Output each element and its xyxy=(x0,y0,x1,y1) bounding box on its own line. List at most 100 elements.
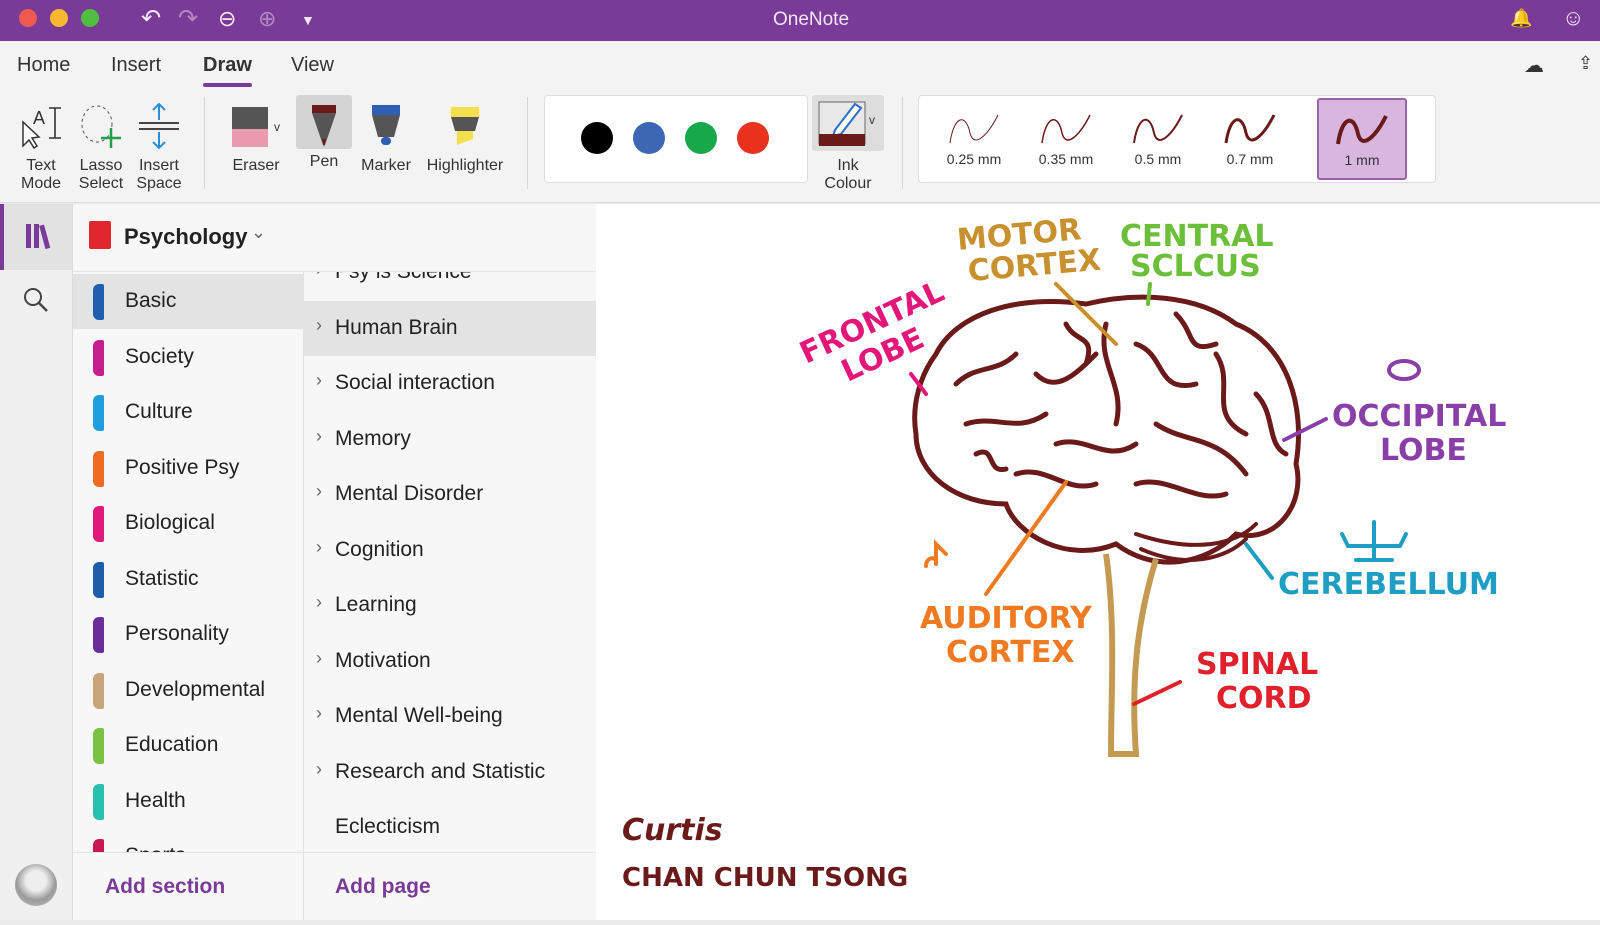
chevron-down-icon[interactable]: ⌄ xyxy=(251,222,267,242)
section-item[interactable]: Developmental xyxy=(73,663,303,718)
chevron-right-icon[interactable]: › xyxy=(316,758,322,779)
page-item[interactable]: ›Cognition xyxy=(304,523,596,578)
notifications-icon[interactable]: 🔔 xyxy=(1510,8,1533,28)
pen-button[interactable]: Pen xyxy=(296,95,352,170)
section-item[interactable]: Personality xyxy=(73,607,303,662)
undo-icon[interactable]: ↶ xyxy=(141,5,162,32)
section-item[interactable]: Society xyxy=(73,330,303,385)
tab-home[interactable]: Home xyxy=(17,54,71,76)
page-item[interactable]: › Mental Well-being xyxy=(304,689,596,744)
zoom-window-button[interactable] xyxy=(81,9,99,27)
section-item[interactable]: Positive Psy xyxy=(73,441,303,496)
chevron-right-icon[interactable]: › xyxy=(316,703,322,723)
notebooks-icon xyxy=(26,224,51,250)
page-label: Eclecticism xyxy=(335,815,441,838)
label-central-sulcus: CENTRAL xyxy=(1120,219,1274,254)
width-option-1mm[interactable]: 1 mm xyxy=(1317,98,1407,180)
width-option-0-5mm[interactable]: 0.5 mm xyxy=(1113,99,1203,181)
add-page-button[interactable]: Add page xyxy=(335,875,431,898)
chevron-right-icon[interactable]: › xyxy=(316,272,322,280)
width-option-0-7mm[interactable]: 0.7 mm xyxy=(1205,99,1295,181)
color-swatch-red[interactable] xyxy=(737,122,769,154)
label: Insert xyxy=(138,157,179,174)
section-item[interactable]: Statistic xyxy=(73,552,303,607)
section-color-tab xyxy=(93,395,104,431)
chevron-right-icon[interactable]: › xyxy=(316,647,322,668)
chevron-right-icon[interactable]: › xyxy=(316,425,322,446)
tab-insert[interactable]: Insert xyxy=(111,54,162,76)
color-swatch-black[interactable] xyxy=(581,122,613,154)
color-swatch-blue[interactable] xyxy=(633,122,665,154)
section-label: Personality xyxy=(125,622,229,645)
width-option-0-35mm[interactable]: 0.35 mm xyxy=(1021,99,1111,181)
section-item[interactable]: Health xyxy=(73,774,303,829)
marker-button[interactable]: Marker xyxy=(356,95,416,175)
notebooks-button[interactable] xyxy=(0,204,72,270)
scale-doodle xyxy=(1340,520,1408,562)
page-label: Mental Well-being xyxy=(335,704,503,727)
user-avatar[interactable] xyxy=(15,864,57,906)
section-item[interactable]: Biological xyxy=(73,496,303,551)
notebook-icon xyxy=(89,221,111,249)
close-window-button[interactable] xyxy=(19,9,37,27)
redo-icon[interactable]: ↷ xyxy=(178,5,199,32)
chevron-right-icon[interactable]: › xyxy=(316,536,322,557)
add-section-button[interactable]: Add section xyxy=(105,875,226,898)
section-item[interactable]: Education xyxy=(73,718,303,773)
minimize-window-button[interactable] xyxy=(50,9,68,27)
sync-status-icon[interactable]: ☁ xyxy=(1524,55,1544,77)
tab-draw[interactable]: Draw xyxy=(203,54,252,87)
customize-toolbar-icon[interactable]: ▼ xyxy=(301,12,315,28)
share-icon[interactable]: ⇪ xyxy=(1578,53,1594,73)
page-item[interactable]: ›Research and Statistic xyxy=(304,745,596,800)
back-icon[interactable]: ⊖ xyxy=(218,6,237,31)
highlighter-button[interactable]: Highlighter xyxy=(420,95,510,175)
highlighter-icon xyxy=(420,95,510,157)
forward-icon[interactable]: ⊕ xyxy=(258,6,277,31)
color-swatch-green[interactable] xyxy=(685,122,717,154)
tab-view[interactable]: View xyxy=(291,54,334,76)
page-item[interactable]: ›Psy is Science xyxy=(304,272,596,300)
section-label: Health xyxy=(125,788,186,812)
section-item[interactable]: Sports xyxy=(73,829,303,852)
search-icon[interactable] xyxy=(22,286,50,314)
signature: Curtis xyxy=(622,813,723,848)
page-item[interactable]: ›Motivation xyxy=(304,634,596,689)
page-item[interactable]: ›Social interaction xyxy=(304,356,596,411)
section-label: Basic xyxy=(125,289,177,312)
section-label: Culture xyxy=(125,400,193,423)
chevron-right-icon[interactable]: › xyxy=(316,314,322,335)
chevron-right-icon[interactable]: › xyxy=(316,481,322,501)
page-label: Memory xyxy=(335,426,411,450)
ribbon-tabs: Home Insert Draw View ☁ ⇪ xyxy=(0,41,1600,91)
width-option-0-25mm[interactable]: 0.25 mm xyxy=(929,99,1019,181)
list-footer: Add section Add page xyxy=(73,852,596,921)
section-color-tab xyxy=(93,506,104,542)
section-item[interactable]: Culture xyxy=(73,385,303,440)
label-cerebellum: CEREBELLUM xyxy=(1278,567,1499,602)
section-item[interactable]: Basic xyxy=(73,274,303,329)
page-item[interactable]: › Memory xyxy=(304,412,596,467)
feedback-smiley-icon[interactable]: ☺ xyxy=(1562,5,1585,30)
page-item[interactable]: ›Learning xyxy=(304,578,596,633)
page-item[interactable]: Eclecticism xyxy=(304,800,596,852)
section-color-tab xyxy=(93,339,104,376)
chevron-right-icon[interactable]: › xyxy=(316,592,322,612)
ink-colour-icon: v xyxy=(812,95,884,151)
app-title: OneNote xyxy=(772,9,850,30)
page-item[interactable]: ›Human Brain xyxy=(304,300,596,356)
label-spinal-cord: CORD xyxy=(1216,681,1312,716)
chevron-right-icon[interactable]: › xyxy=(316,370,322,390)
section-color-tab xyxy=(93,839,104,852)
notebook-header[interactable]: Psychology ⌄ xyxy=(73,204,596,272)
page-item[interactable]: ›Mental Disorder xyxy=(304,467,596,522)
eraser-button[interactable]: v Eraser xyxy=(222,95,290,175)
